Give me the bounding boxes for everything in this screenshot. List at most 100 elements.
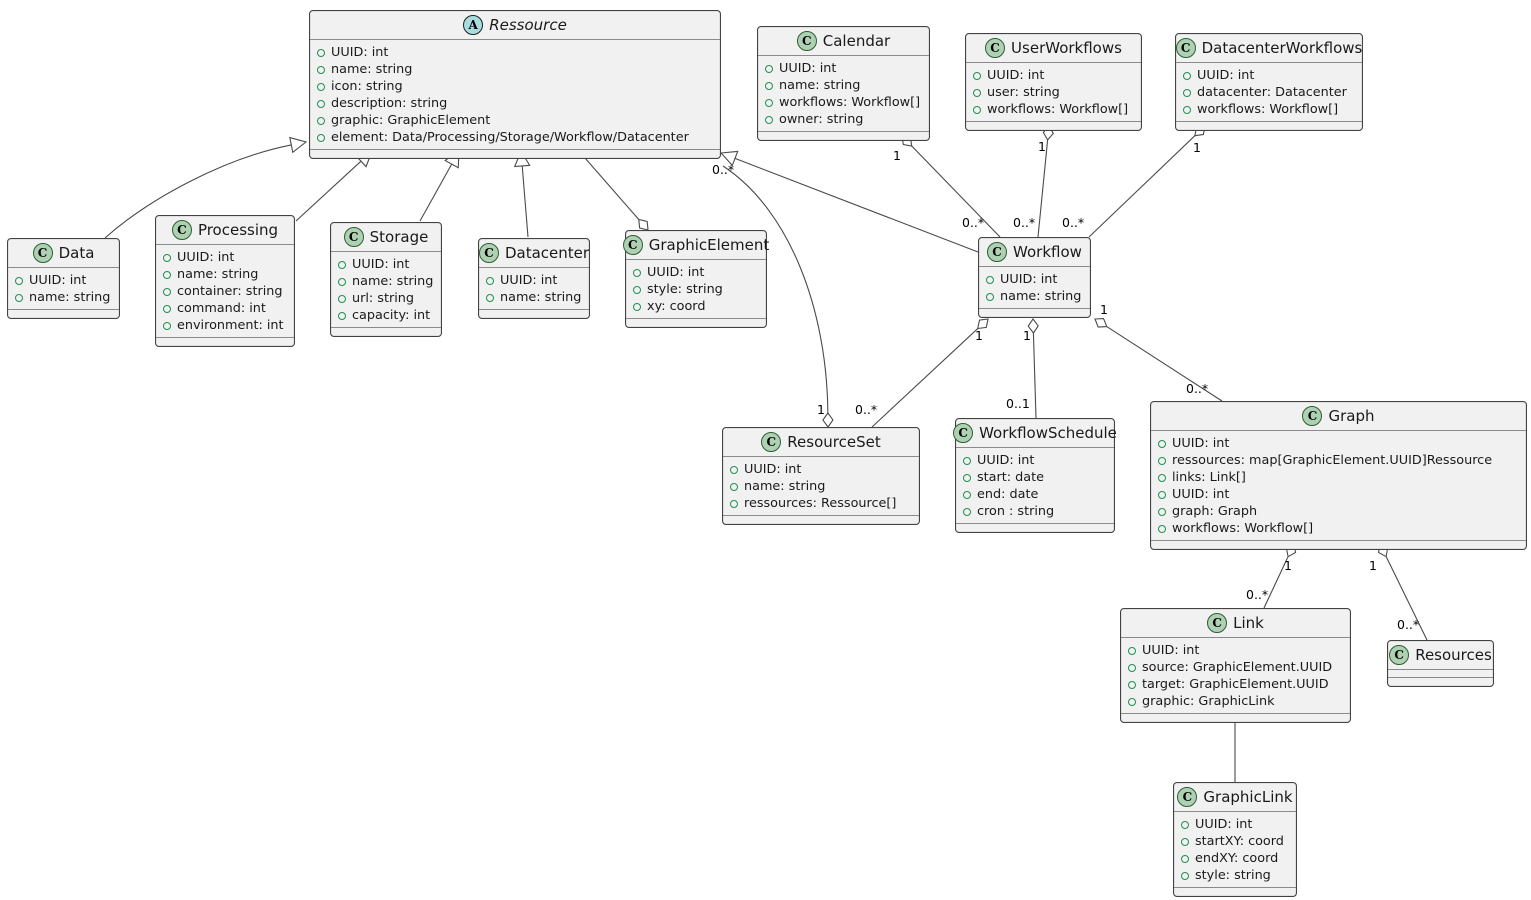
attribute-text: style: string (647, 282, 723, 297)
multiplicity-label: 0..1 (1006, 396, 1030, 411)
class-icon: C (1177, 787, 1198, 807)
field-visibility-icon (338, 277, 346, 286)
attribute-text: element: Data/Processing/Storage/Workflo… (331, 130, 689, 145)
attribute-text: UUID: int (1195, 817, 1253, 832)
multiplicity-label: 1 (1284, 558, 1292, 573)
class-attribute: graphic: GraphicLink (1121, 693, 1350, 710)
edge-ressource-aggregated-by-graphicelement (577, 149, 640, 220)
field-visibility-icon (1183, 105, 1191, 114)
attribute-text: UUID: int (1172, 436, 1230, 451)
attribute-text: UUID: int (987, 68, 1045, 83)
multiplicity-label: 1 (1193, 140, 1201, 155)
attribute-text: container: string (177, 284, 283, 299)
attribute-text: UUID: int (352, 257, 410, 272)
class-attribute: UUID: int (479, 272, 589, 289)
attribute-text: datacenter: Datacenter (1197, 85, 1347, 100)
multiplicity-label: 1 (1038, 139, 1046, 154)
class-attribute: url: string (331, 290, 441, 307)
edge-workflow-aggregates-graph (1106, 326, 1223, 402)
attribute-text: workflows: Workflow[] (1197, 102, 1339, 117)
field-visibility-icon (486, 293, 494, 302)
attribute-text: graphic: GraphicLink (1142, 694, 1275, 709)
class-attribute: environment: int (156, 317, 294, 334)
attribute-text: UUID: int (500, 273, 558, 288)
class-attribute: workflows: Workflow[] (1176, 101, 1362, 118)
field-visibility-icon (317, 65, 325, 74)
class-attribute: name: string (979, 288, 1090, 305)
class-attribute: capacity: int (331, 307, 441, 324)
class-attribute: UUID: int (156, 249, 294, 266)
attribute-text: graph: Graph (1172, 504, 1258, 519)
class-icon: C (953, 423, 974, 443)
class-icon: C (1207, 613, 1228, 633)
class-icon: C (985, 38, 1006, 58)
attribute-text: UUID: int (29, 273, 87, 288)
multiplicity-label: 0..* (962, 215, 984, 230)
field-visibility-icon (1128, 663, 1136, 672)
attribute-text: UUID: int (977, 453, 1035, 468)
edge-storage-extends-ressource (419, 163, 453, 222)
attribute-text: UUID: int (1172, 487, 1230, 502)
field-visibility-icon (986, 292, 994, 301)
multiplicity-label: 0..* (855, 402, 877, 417)
attribute-text: user: string (987, 85, 1060, 100)
attribute-text: name: string (500, 290, 582, 305)
methods-compartment (310, 149, 720, 158)
class-icon: C (1302, 406, 1323, 426)
edge-datacenterworkflows-aggregates-workflow (1088, 135, 1196, 238)
class-attribute: startXY: coord (1174, 833, 1296, 850)
aggregation-diamond-ressource-aggregated-by-graphicelement (638, 218, 649, 231)
field-visibility-icon (963, 456, 971, 465)
class-attribute: links: Link[] (1151, 469, 1526, 486)
class-name: Ressource (489, 16, 567, 34)
multiplicity-label: 0..* (1013, 215, 1035, 230)
methods-compartment (1121, 713, 1350, 722)
attribute-text: name: string (352, 274, 434, 289)
multiplicity-label: 0..* (712, 162, 734, 177)
class-name: GraphicElement (648, 236, 770, 254)
class-attribute: UUID: int (1151, 435, 1526, 452)
field-visibility-icon (633, 302, 641, 311)
class-attribute: ressources: map[GraphicElement.UUID]Ress… (1151, 452, 1526, 469)
field-visibility-icon (765, 64, 773, 73)
field-visibility-icon (486, 276, 494, 285)
attributes-compartment: UUID: int name: string (479, 268, 589, 309)
class-icon: C (478, 243, 499, 263)
field-visibility-icon (1158, 439, 1166, 448)
attribute-text: description: string (331, 96, 448, 111)
field-visibility-icon (730, 499, 738, 508)
class-icon: C (343, 227, 364, 247)
class-attribute: UUID: int (1176, 67, 1362, 84)
attribute-text: style: string (1195, 868, 1271, 883)
class-attribute: graph: Graph (1151, 503, 1526, 520)
multiplicity-label: 0..* (1186, 381, 1208, 396)
class-attribute: datacenter: Datacenter (1176, 84, 1362, 101)
field-visibility-icon (1158, 507, 1166, 516)
field-visibility-icon (338, 311, 346, 320)
